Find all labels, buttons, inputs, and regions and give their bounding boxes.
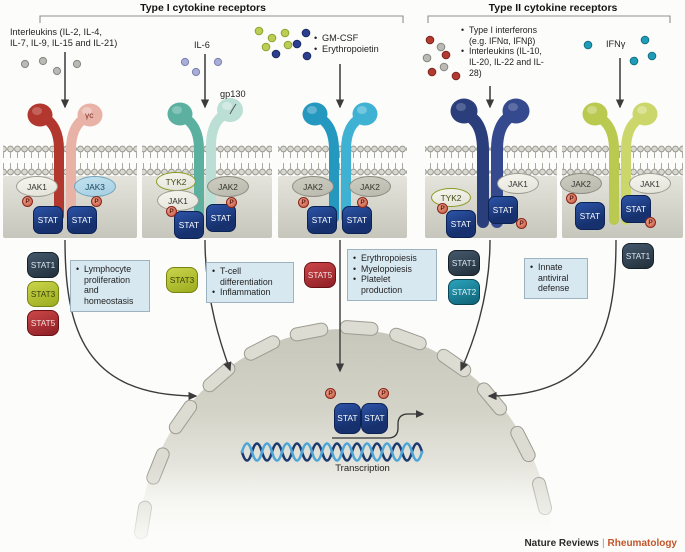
receptor-il2-family bbox=[27, 103, 103, 221]
phosphate-badge: P bbox=[437, 203, 448, 214]
effect-item: Inflammation bbox=[212, 287, 288, 298]
effect-item: Lymphocyte proliferation and homeostasis bbox=[76, 264, 144, 307]
transcription-label: Transcription bbox=[335, 463, 390, 474]
phosphate-badge: P bbox=[566, 193, 577, 204]
phosphate-badge: P bbox=[516, 218, 527, 229]
jak2-panel5: JAK2 bbox=[560, 173, 602, 194]
transcription-start-arrow bbox=[332, 410, 425, 439]
stat-box: STAT bbox=[446, 210, 476, 238]
gmcsf-item: GM-CSF bbox=[314, 33, 396, 44]
ifn-gamma-ligand-particles bbox=[583, 35, 657, 66]
stat3-box-panel1: STAT3 bbox=[27, 281, 59, 307]
dna-double-helix bbox=[240, 442, 424, 462]
phosphate-badge: P bbox=[298, 197, 309, 208]
jak3-panel1: JAK3 bbox=[74, 176, 116, 197]
jak1-panel1: JAK1 bbox=[16, 176, 58, 197]
type2-ligands-label: Type I interferons (e.g. IFNα, IFNβ) Int… bbox=[461, 25, 545, 79]
tyk2-panel4: TYK2 bbox=[431, 188, 471, 207]
phosphate-badge: P bbox=[166, 206, 177, 217]
phosphate-badge: P bbox=[325, 388, 336, 399]
gamma-c-chain-label: γc bbox=[85, 110, 94, 120]
effect-item: Erythropoiesis bbox=[353, 253, 431, 264]
jak2-panel2: JAK2 bbox=[207, 176, 249, 197]
effect-item: T-cell differentiation bbox=[212, 266, 288, 287]
phosphate-badge: P bbox=[22, 196, 33, 207]
receptor-ifn-gamma bbox=[582, 102, 658, 225]
stat-dimer-left: STAT bbox=[334, 403, 361, 434]
stat5-box-panel3: STAT5 bbox=[304, 262, 336, 288]
effect-box-antiviral: Innate antiviral defense bbox=[524, 258, 588, 300]
stat-box: STAT bbox=[67, 206, 97, 234]
journal-name: Nature Reviews bbox=[524, 538, 599, 549]
jak2-left-panel3: JAK2 bbox=[292, 176, 334, 197]
type1-interferons-item: Type I interferons (e.g. IFNα, IFNβ) bbox=[461, 25, 545, 46]
stat-box: STAT bbox=[33, 206, 63, 234]
stat-box: STAT bbox=[488, 196, 518, 224]
effect-box-tcell: T-cell differentiation Inflammation bbox=[206, 262, 294, 304]
ligand-binding-arrows bbox=[60, 52, 625, 109]
jak1-panel5: JAK1 bbox=[629, 173, 671, 194]
stat-box: STAT bbox=[342, 206, 372, 234]
nucleus-bottom-fade bbox=[95, 465, 600, 552]
erythropoietin-item: Erythropoietin bbox=[314, 44, 396, 55]
jak1-panel4: JAK1 bbox=[497, 173, 539, 194]
stat-box: STAT bbox=[206, 204, 236, 232]
gmcsf-epo-ligand-particles bbox=[254, 26, 312, 61]
jak2-right-panel3: JAK2 bbox=[349, 176, 391, 197]
ifn-gamma-label: IFNγ bbox=[606, 39, 626, 49]
gp130-pointer-line bbox=[229, 103, 237, 115]
stat-translocation-arrows bbox=[64, 239, 617, 401]
stat-dimer-right: STAT bbox=[361, 403, 388, 434]
stat-box: STAT bbox=[575, 202, 605, 230]
stat-box: STAT bbox=[307, 206, 337, 234]
interleukins-item: Interleukins (IL-10, IL-20, IL-22 and IL… bbox=[461, 46, 545, 78]
effect-box-erythropoiesis: Erythropoiesis Myelopoiesis Platelet pro… bbox=[347, 249, 437, 301]
jak1-panel2: JAK1 bbox=[157, 190, 199, 211]
stat1-box-panel1: STAT1 bbox=[27, 252, 59, 278]
credit-separator: | bbox=[601, 538, 605, 549]
publication-name: Rheumatology bbox=[607, 538, 677, 549]
stat2-box-panel4: STAT2 bbox=[448, 279, 480, 305]
effect-item: Innate antiviral defense bbox=[530, 262, 582, 294]
stat5-box-panel1: STAT5 bbox=[27, 310, 59, 336]
phosphate-badge: P bbox=[378, 388, 389, 399]
effect-item: Myelopoiesis bbox=[353, 264, 431, 275]
phosphate-badge: P bbox=[91, 196, 102, 207]
tyk2-panel2: TYK2 bbox=[156, 172, 196, 191]
phosphate-badge: P bbox=[645, 217, 656, 228]
phosphate-badge: P bbox=[357, 197, 368, 208]
interleukins-label: Interleukins (IL-2, IL-4, IL-7, IL-9, IL… bbox=[10, 27, 118, 49]
effect-box-lymphocyte: Lymphocyte proliferation and homeostasis bbox=[70, 260, 150, 312]
stat1-box-panel4: STAT1 bbox=[448, 250, 480, 276]
gmcsf-epo-label: GM-CSF Erythropoietin bbox=[314, 33, 396, 56]
il6-ligand-particles bbox=[180, 57, 223, 77]
interleukin-ligand-particles bbox=[20, 56, 82, 76]
effect-item: Platelet production bbox=[353, 274, 431, 295]
stat1-box-panel5: STAT1 bbox=[622, 243, 654, 269]
journal-credit: Nature Reviews|Rheumatology bbox=[524, 538, 677, 549]
header-brackets bbox=[39, 15, 671, 23]
interferon-ligand-particles bbox=[422, 35, 461, 81]
receptor-gmcsf-epo bbox=[302, 102, 378, 223]
stat-box: STAT bbox=[174, 211, 204, 239]
type2-receptors-title: Type II cytokine receptors bbox=[488, 2, 618, 14]
gp130-label: gp130 bbox=[220, 89, 246, 99]
receptor-il6-gp130 bbox=[167, 98, 243, 225]
nucleus bbox=[95, 320, 600, 552]
il6-label: IL-6 bbox=[194, 40, 210, 50]
type1-receptors-title: Type I cytokine receptors bbox=[140, 2, 266, 14]
stat3-box-panel2: STAT3 bbox=[166, 267, 198, 293]
receptor-type1-interferon bbox=[450, 98, 530, 228]
phosphate-badge: P bbox=[226, 197, 237, 208]
